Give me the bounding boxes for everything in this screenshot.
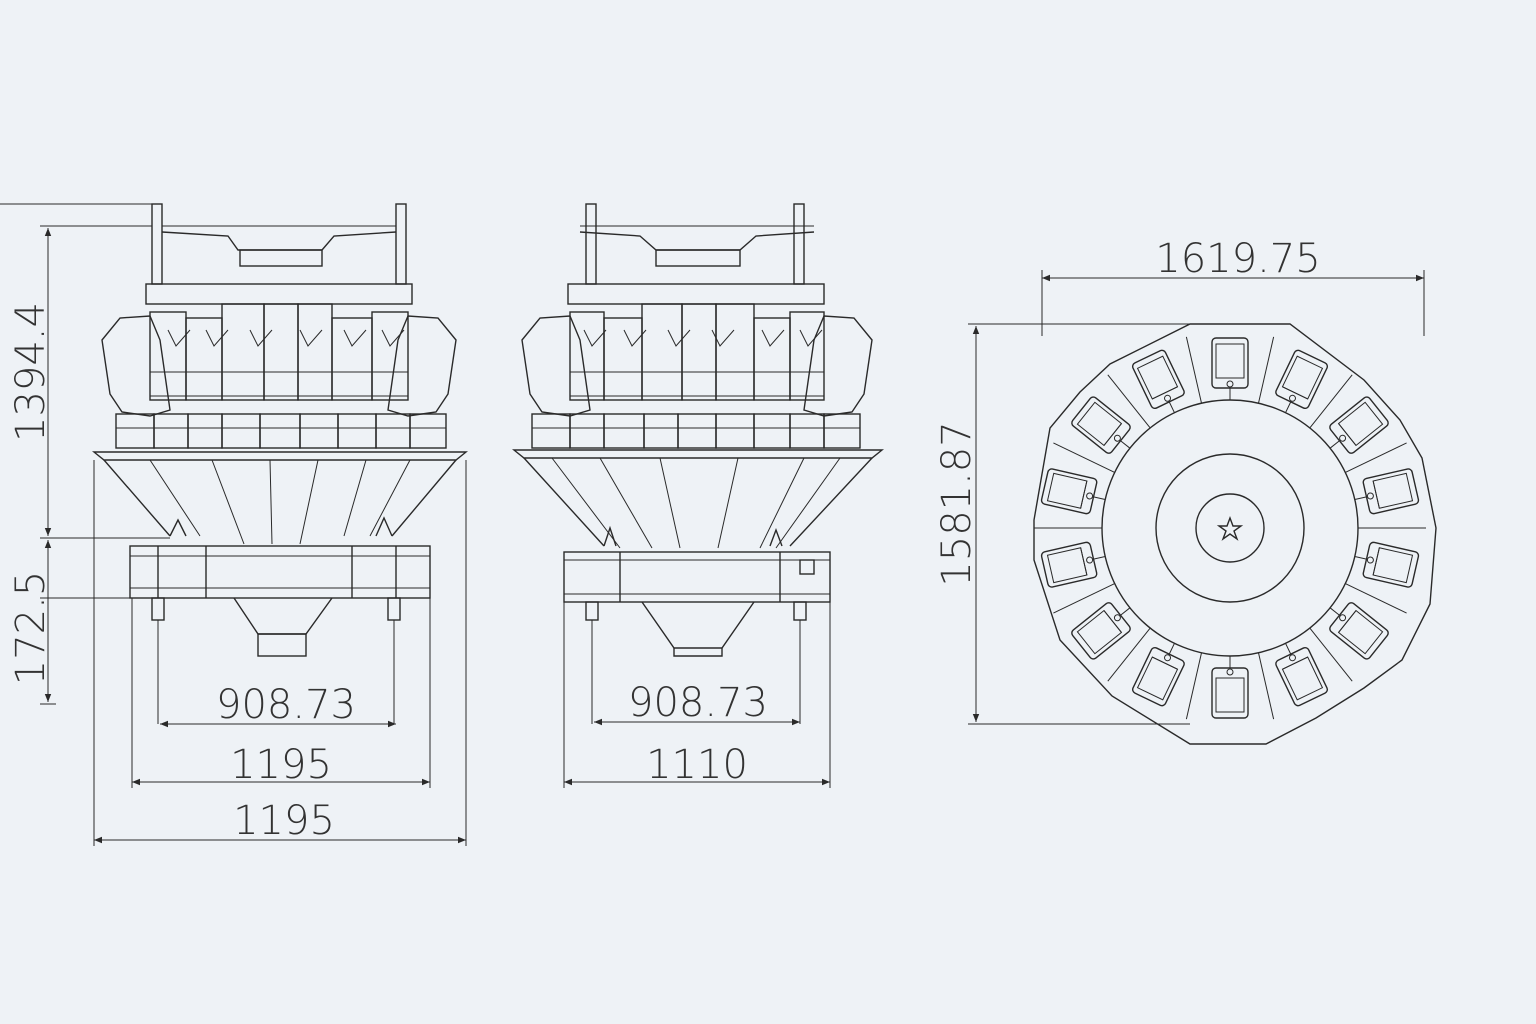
dim-front-height-total: 1394.4 [8, 302, 54, 442]
side-frame-body [563, 551, 831, 724]
front-hopper [92, 451, 468, 545]
front-bucket-ring [101, 283, 457, 449]
top-spoke-line [1053, 583, 1115, 614]
top-weigh-bucket [1211, 337, 1249, 400]
top-weigh-bucket [1131, 349, 1185, 413]
top-spoke-line [1257, 652, 1275, 720]
dim-front-hopper-width: 1195 [233, 798, 335, 844]
top-spoke-line [1345, 442, 1407, 473]
side-bucket-ring [521, 283, 873, 449]
top-weigh-bucket [1131, 643, 1185, 707]
top-weigh-bucket [1329, 602, 1389, 660]
top-spoke-line [1309, 627, 1353, 682]
top-spokes [1034, 336, 1426, 720]
top-spoke-line [1107, 627, 1151, 682]
top-weigh-bucket [1071, 396, 1131, 454]
top-spoke-line [1345, 583, 1407, 614]
front-view: 1394.4 172.5 908.73 1195 1195 [0, 203, 468, 846]
top-view: 1619.75 1581.87 [934, 236, 1437, 745]
front-frame-body [129, 545, 431, 724]
side-hopper [512, 449, 884, 549]
top-buckets [1040, 337, 1420, 719]
dim-front-leg-span: 908.73 [216, 682, 356, 728]
top-dimensions: 1619.75 1581.87 [934, 236, 1425, 725]
dim-front-frame-width: 1195 [230, 742, 332, 788]
top-spoke-line [1309, 374, 1353, 429]
top-spoke-line [1185, 652, 1203, 720]
top-weigh-bucket [1329, 396, 1389, 454]
top-weigh-bucket [1211, 656, 1249, 719]
top-weigh-bucket [1275, 643, 1329, 707]
dim-side-leg-span: 908.73 [628, 680, 768, 726]
dim-front-height-base: 172.5 [8, 571, 54, 686]
top-spoke-line [1107, 374, 1151, 429]
side-dimensions: 908.73 1110 [563, 602, 831, 788]
side-top-frame [579, 203, 815, 285]
dim-top-width: 1619.75 [1155, 236, 1320, 282]
top-spoke-line [1185, 336, 1203, 404]
top-spoke-line [1257, 336, 1275, 404]
front-dimensions: 1394.4 172.5 908.73 1195 1195 [0, 203, 467, 846]
top-weigh-bucket [1071, 602, 1131, 660]
top-outline-polygon [1033, 323, 1437, 745]
side-view: 908.73 1110 [512, 203, 884, 788]
top-weigh-bucket [1275, 349, 1329, 413]
dim-top-depth: 1581.87 [934, 421, 980, 586]
top-weigh-bucket [1354, 468, 1420, 515]
top-weigh-bucket [1040, 541, 1106, 588]
dim-side-frame-width: 1110 [646, 742, 748, 788]
front-top-frame [151, 203, 407, 285]
top-weigh-bucket [1354, 541, 1420, 588]
top-weigh-bucket [1040, 468, 1106, 515]
top-spoke-line [1053, 442, 1115, 473]
